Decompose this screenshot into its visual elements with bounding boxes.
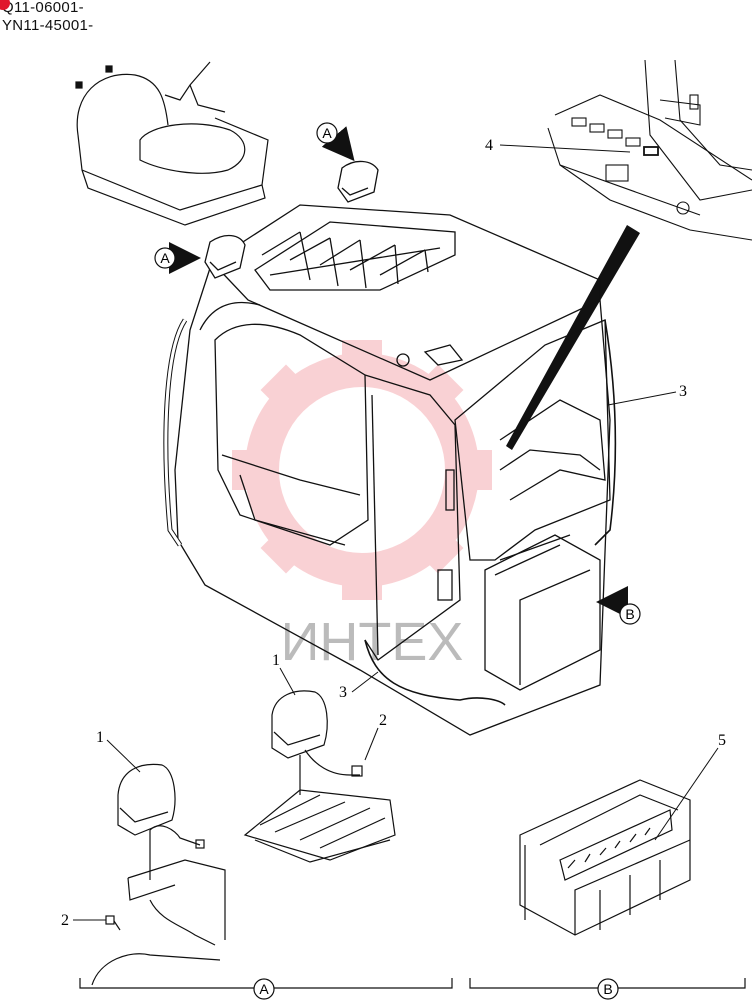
view-b-bracket: B: [469, 978, 746, 1000]
marker-a-top: A: [316, 122, 338, 144]
callout-3-upper: 3: [607, 383, 687, 406]
serial-range-2: YN11-45001-: [2, 18, 93, 33]
serial-text-1: Q11-06001-: [2, 0, 84, 16]
svg-text:A: A: [259, 981, 269, 997]
svg-text:3: 3: [339, 684, 347, 701]
callout-3-lower: 3: [339, 671, 379, 701]
serial-text-2: YN11-45001-: [2, 17, 94, 34]
watermark-text: ИНТЕХ: [281, 612, 464, 672]
callout-2-right: 2: [364, 712, 387, 761]
callout-2-left: 2: [61, 912, 106, 929]
callout-1-left: 1: [96, 729, 141, 773]
callout-1-right: 1: [272, 652, 296, 696]
svg-text:2: 2: [61, 912, 69, 929]
callout-4: 4: [485, 137, 631, 154]
red-marker-icon: [0, 0, 10, 10]
serial-range-1: Q11-06001-: [0, 0, 84, 16]
marker-b-side: B: [619, 603, 641, 625]
svg-text:2: 2: [379, 712, 387, 729]
detail-a-illustration: [91, 690, 396, 986]
detail-pointer: [506, 225, 640, 450]
svg-text:1: 1: [272, 652, 280, 669]
view-a-bracket: A: [79, 978, 453, 1000]
roof-lamp-right: [337, 160, 379, 203]
svg-text:5: 5: [718, 732, 726, 749]
svg-text:A: A: [160, 250, 170, 266]
svg-text:4: 4: [485, 137, 493, 154]
marker-a-left: A: [154, 247, 176, 269]
svg-text:B: B: [625, 606, 634, 622]
svg-text:1: 1: [96, 729, 104, 746]
svg-text:3: 3: [679, 383, 687, 400]
view-a-arrow-top: [321, 126, 355, 162]
callout-5: 5: [654, 732, 726, 841]
detail-b-illustration: [519, 779, 691, 936]
svg-text:B: B: [603, 981, 612, 997]
roof-lamp-left: [204, 234, 246, 279]
svg-text:A: A: [322, 125, 332, 141]
seat-illustration: [75, 61, 269, 226]
cab-illustration: [163, 204, 617, 736]
inset-switch-panel: [547, 59, 752, 241]
